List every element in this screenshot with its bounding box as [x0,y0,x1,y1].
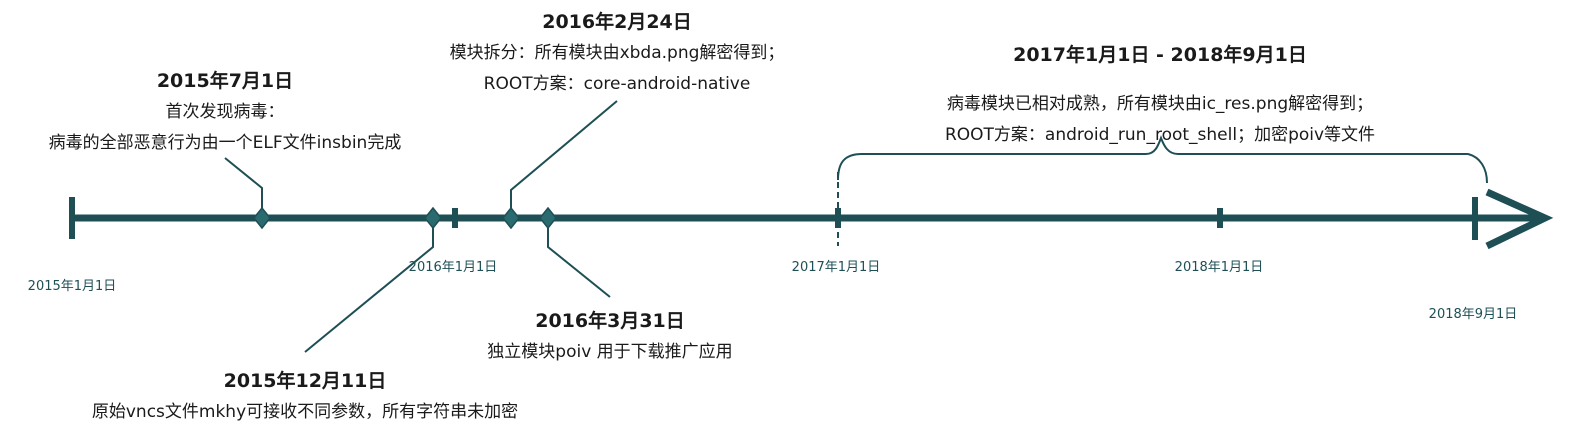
arrowhead-icon [1485,188,1554,250]
event-date: 2016年2月24日 [542,11,692,33]
event-text: 首次发现病毒： [165,102,285,122]
event-text: 模块拆分：所有模块由xbda.png解密得到； [449,43,785,63]
event-2016-03: 2016年3月31日 独立模块poiv 用于下载推广应用 [487,306,732,362]
event-date: 2015年12月11日 [223,370,387,392]
axis-label-2017-01: 2017年1月1日 [791,260,881,275]
event-text: 病毒模块已相对成熟，所有模块由ic_res.png解密得到； [946,94,1374,114]
axis-label-2018-01: 2018年1月1日 [1174,260,1264,275]
event-text: 独立模块poiv 用于下载推广应用 [487,342,733,362]
event-marker-2015-12 [424,206,442,230]
axis-label-2015-01: 2015年1月1日 [27,279,117,294]
event-2016-02: 2016年2月24日 模块拆分：所有模块由xbda.png解密得到； ROOT方… [450,7,785,94]
event-marker-2015-07 [253,206,271,230]
event-text: ROOT方案：android_run_root_shell；加密poiv等文件 [944,125,1376,145]
event-date: 2016年3月31日 [535,310,685,332]
event-2017-2018: 2017年1月1日 - 2018年9月1日 病毒模块已相对成熟，所有模块由ic_… [945,40,1375,145]
axis-label-2018-09: 2018年9月1日 [1428,307,1518,322]
event-text: 病毒的全部恶意行为由一个ELF文件insbin完成 [48,133,402,153]
event-date: 2015年7月1日 [156,70,294,92]
period-brace [837,135,1488,184]
event-text: ROOT方案：core-android-native [483,74,751,94]
connector-2016-02 [510,100,618,218]
connector-2015-12 [304,218,434,353]
event-marker-2016-03 [539,206,557,230]
event-text: 原始vncs文件mkhy可接收不同参数，所有字符串未加密 [91,402,519,422]
event-marker-2016-02 [502,206,520,230]
axis-label-2016-01: 2016年1月1日 [408,260,498,275]
event-2015-07: 2015年7月1日 首次发现病毒： 病毒的全部恶意行为由一个ELF文件insbi… [49,66,402,153]
connector-2016-03 [547,218,611,298]
event-date: 2017年1月1日 - 2018年9月1日 [1013,44,1307,66]
event-2015-12: 2015年12月11日 原始vncs文件mkhy可接收不同参数，所有字符串未加密 [92,366,518,422]
connector-2015-07 [224,157,263,218]
